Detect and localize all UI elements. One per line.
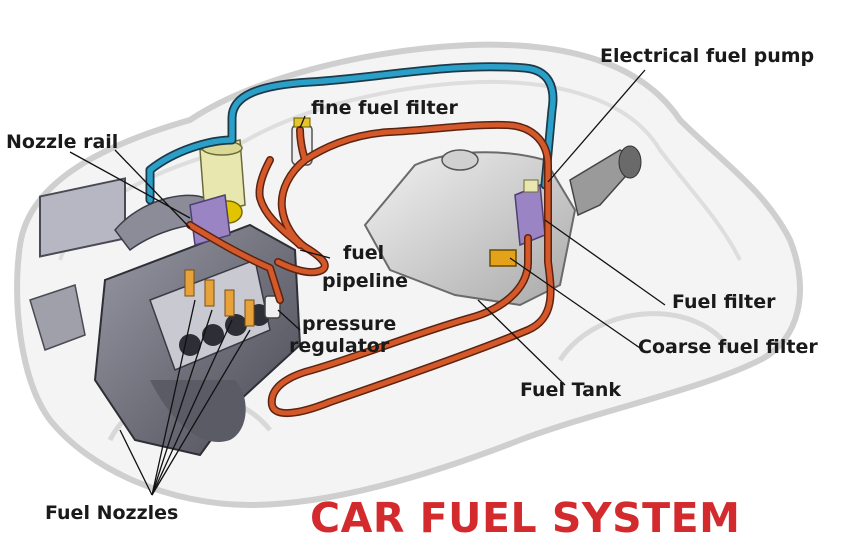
leader-lines — [69, 69, 666, 496]
label-nozzle-rail: Nozzle rail — [6, 131, 119, 153]
label-fuel-pipeline-line1: fuel — [343, 242, 385, 264]
label-fine-fuel-filter: fine fuel filter — [311, 97, 458, 119]
rear-wheel-well — [557, 311, 733, 362]
fuel-nozzles-illustration — [184, 269, 255, 327]
label-pressure-regulator-line1: pressure — [302, 313, 397, 335]
label-fuel-nozzles: Fuel Nozzles — [45, 502, 179, 524]
label-coarse-fuel-filter: Coarse fuel filter — [638, 336, 818, 358]
label-pressure-regulator-line2: regulator — [289, 335, 390, 357]
label-fuel-pipeline-line2: pipeline — [322, 270, 409, 292]
car-body-inner — [58, 79, 742, 261]
label-fuel-tank: Fuel Tank — [520, 379, 622, 401]
diagram-title: CAR FUEL SYSTEM — [310, 494, 741, 542]
label-fuel-filter: Fuel filter — [672, 291, 776, 313]
label-electrical-fuel-pump: Electrical fuel pump — [600, 45, 815, 67]
pressure-regulator-illustration — [264, 295, 281, 319]
